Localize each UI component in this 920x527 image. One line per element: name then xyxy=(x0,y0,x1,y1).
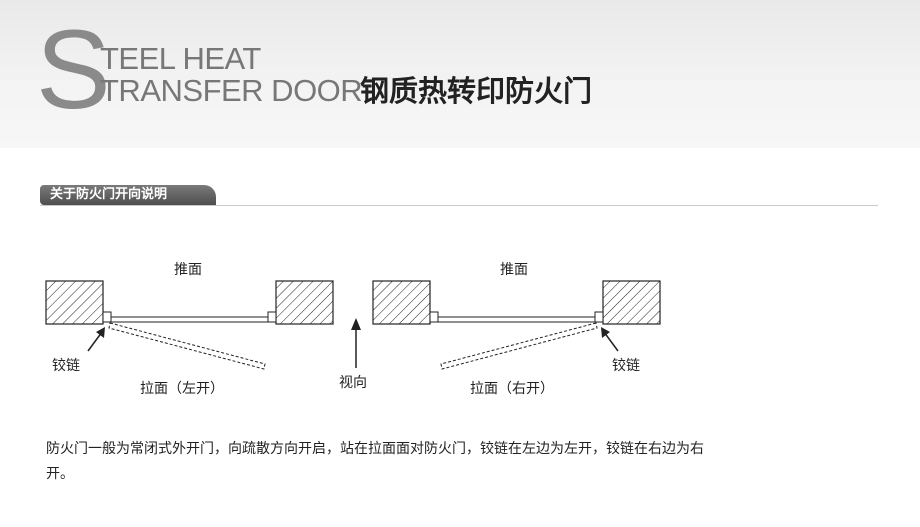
right-frame-left xyxy=(429,311,439,323)
header-title-line1: TEEL HEAT xyxy=(100,41,261,76)
left-wall-left xyxy=(45,280,104,325)
door-swing-diagram xyxy=(45,280,661,370)
left-door-open xyxy=(108,322,266,370)
right-door-closed xyxy=(437,316,596,323)
section-tab: 关于防火门开向说明 xyxy=(40,185,216,205)
left-hinge-arrow xyxy=(87,327,105,352)
right-hinge-arrow xyxy=(601,327,619,352)
right-frame-right xyxy=(594,311,604,323)
view-arrow xyxy=(351,318,361,368)
left-hinge-label: 铰链 xyxy=(52,358,80,374)
right-wall-left xyxy=(372,280,431,325)
header-big-s: S xyxy=(36,7,111,132)
right-pull-label: 拉面（右开） xyxy=(470,381,554,397)
section-divider xyxy=(40,205,878,206)
right-hinge-label: 铰链 xyxy=(612,358,640,374)
page-header: S TEEL HEAT TRANSFER DOOR 钢质热转印防火门 xyxy=(0,0,920,148)
right-door-open xyxy=(440,322,598,370)
left-push-label: 推面 xyxy=(174,262,202,278)
left-wall-right xyxy=(275,280,334,325)
left-frame-left xyxy=(102,311,112,323)
left-pull-label: 拉面（左开） xyxy=(140,381,224,397)
left-frame-right xyxy=(267,311,277,323)
description-text: 防火门一般为常闭式外开门，向疏散方向开启，站在拉面面对防火门，铰链在左边为左开，… xyxy=(46,441,704,482)
header-title-line2: TRANSFER DOOR xyxy=(100,73,363,108)
header-title-cn: 钢质热转印防火门 xyxy=(360,74,593,108)
left-door-closed xyxy=(110,316,269,323)
right-wall-right xyxy=(602,280,661,325)
right-push-label: 推面 xyxy=(500,262,528,278)
view-label: 视向 xyxy=(339,375,367,391)
